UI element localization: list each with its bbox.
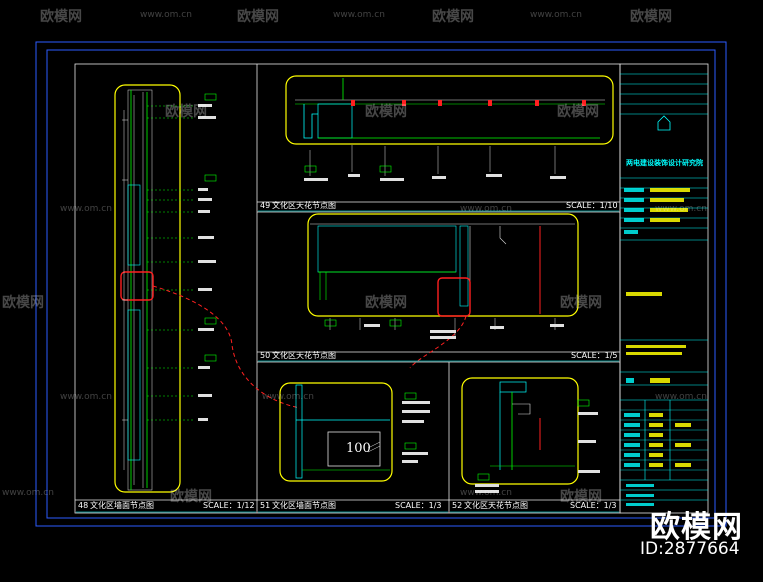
view-50-number: 50 [260,351,271,360]
view-48-scale: SCALE：1/12 [203,501,255,510]
watermark-brand: 欧模网 [557,104,599,120]
view-51-scale: SCALE：1/3 [395,501,442,510]
watermark-big-brand: 欧模网 [650,510,743,545]
view-52-number: 52 [452,501,463,510]
watermark-brand: 欧模网 [2,295,44,311]
watermark-brand: 欧模网 [630,9,672,25]
view-48-drawing [114,84,217,493]
inner-frame [46,49,716,519]
watermark-url: www.om.cn [2,488,54,498]
watermark-brand: 欧模网 [40,9,82,25]
watermark-brand: 欧模网 [560,295,602,311]
view-52-scale: SCALE：1/3 [570,501,617,510]
view-49-scale: SCALE：1/10 [566,201,618,210]
view-49-title: 文化区天花节点图 [272,201,336,210]
watermark-url: www.om.cn [140,10,192,20]
watermark-brand: 欧模网 [365,104,407,120]
view-51-title: 文化区墙面节点图 [272,501,336,510]
watermark-brand: 欧模网 [165,104,207,120]
watermark-brand: 欧模网 [237,9,279,25]
watermark-brand: 欧模网 [170,489,212,505]
detail-dimension-label: 100 [346,441,371,456]
watermark-url: www.om.cn [262,392,314,402]
view-50-drawing [307,213,579,339]
callout-leaders [152,285,467,409]
title-block [619,63,709,514]
view-49-drawing [285,75,614,181]
watermark-url: www.om.cn [60,392,112,402]
watermark-url: www.om.cn [60,204,112,214]
watermark-brand: 欧模网 [365,295,407,311]
view-51-drawing [279,382,430,482]
watermark-url: www.om.cn [655,204,707,214]
view-50-scale: SCALE：1/5 [571,351,618,360]
watermark-url: www.om.cn [530,10,582,20]
view-52-drawing [461,377,600,493]
view-49-number: 49 [260,201,271,210]
watermark-id: ID:2877664 [640,539,740,559]
watermark-url: www.om.cn [460,204,512,214]
company-logo-icon [657,115,671,131]
outer-frame [35,41,727,527]
title-block-company: 两电建设装饰设计研究院 [626,159,703,167]
watermark-url: www.om.cn [460,488,512,498]
view-title-markers [76,210,619,513]
watermark-brand: 欧模网 [432,9,474,25]
watermark-url: www.om.cn [333,10,385,20]
view-52-title: 文化区天花节点图 [464,501,528,510]
watermark-brand: 欧模网 [560,489,602,505]
watermark-url: www.om.cn [655,392,707,402]
view-48-title: 文化区墙面节点图 [90,501,154,510]
view-48-number: 48 [78,501,89,510]
view-51-number: 51 [260,501,271,510]
view-50-title: 文化区天花节点图 [272,351,336,360]
